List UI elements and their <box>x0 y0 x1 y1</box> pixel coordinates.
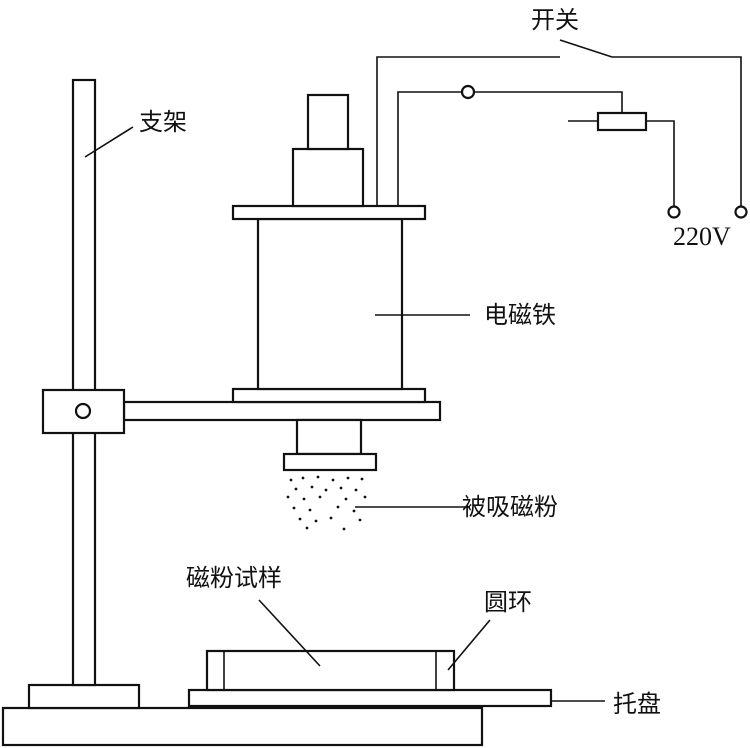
circuit-wires <box>376 39 742 207</box>
ring <box>205 649 456 692</box>
leader-lines <box>84 126 605 702</box>
magnet-top-flange <box>231 204 427 221</box>
stand-foot <box>27 683 141 710</box>
power-terminal-left <box>667 205 681 219</box>
magnet-body <box>256 217 404 391</box>
label-ring: 圆环 <box>484 588 532 616</box>
clamp-block <box>41 388 126 435</box>
label-electromagnet: 电磁铁 <box>484 301 556 329</box>
base-plate <box>1 706 484 747</box>
power-terminal-right <box>734 205 748 219</box>
magnet-bottom-flange <box>231 387 427 404</box>
leader-stand <box>84 126 134 158</box>
support-arm <box>122 400 442 422</box>
leader-sample <box>258 599 321 667</box>
tray <box>187 688 553 708</box>
label-powder-sample: 磁粉试样 <box>186 564 282 592</box>
switch-blade <box>559 39 613 58</box>
label-tray: 托盘 <box>613 690 661 718</box>
label-attracted-powder: 被吸磁粉 <box>462 493 558 521</box>
pole-piece <box>295 418 363 456</box>
leader-ring <box>447 619 491 671</box>
powder-dots <box>286 475 367 531</box>
magnet-top-cap <box>306 93 350 151</box>
resistor <box>596 111 648 132</box>
pole-tip <box>282 452 378 472</box>
terminal-open-circle <box>460 84 476 100</box>
magnet-top-step <box>291 147 365 208</box>
stand-pole <box>71 78 97 687</box>
label-voltage: 220V <box>673 222 731 251</box>
label-stand: 支架 <box>139 108 187 136</box>
label-switch: 开关 <box>531 6 579 34</box>
clamp-screw <box>74 402 92 420</box>
